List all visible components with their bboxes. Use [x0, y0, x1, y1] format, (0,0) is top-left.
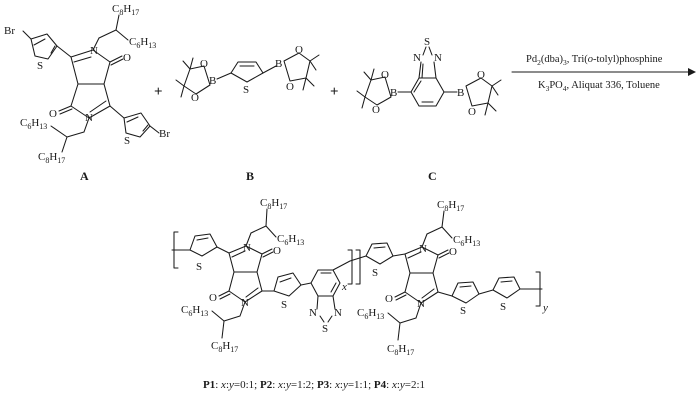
compound-a-label: A [80, 169, 89, 183]
compound-b-o-left-top: O [200, 58, 208, 70]
conditions-catalyst: Pd2(dba)3, Tri(o-tolyl)phosphine [526, 54, 663, 67]
polymer-labels: S N O O N S N N S S N O O N S S C8H17 C6… [181, 197, 548, 357]
polymer-c6h13-4: C6H13 [357, 307, 384, 321]
compound-a-o-left: O [49, 108, 57, 120]
polymer-s-5: S [500, 301, 506, 313]
polymer-s-1: S [196, 261, 202, 273]
compound-b-b-right: B [275, 58, 282, 70]
compound-c-label: C [428, 169, 437, 183]
compound-b-labels: B O O S B O O B [191, 44, 303, 183]
compound-b-o-right-top: O [295, 44, 303, 56]
polymer-c6h13-1: C6H13 [277, 233, 304, 247]
polymer-btd-n-2: N [334, 307, 342, 319]
plus-sign-2: + [330, 84, 339, 100]
compound-c-o-right-top: O [477, 69, 485, 81]
compound-c-s: S [424, 36, 430, 48]
polymer-n-4: N [417, 298, 425, 310]
compound-a-o-right: O [123, 52, 131, 64]
polymer-c6h13-2: C6H13 [181, 304, 208, 318]
compound-b-label: B [246, 169, 254, 183]
compound-a-br-top: Br [4, 25, 15, 37]
compound-c-labels: B O O S N N B O O C [372, 36, 485, 183]
compound-a-structure [22, 14, 160, 153]
compound-b-s: S [243, 84, 249, 96]
polymer-c8h17-3: C8H17 [437, 199, 464, 213]
polymer-c6h13-3: C6H13 [453, 234, 480, 248]
compound-a-br-bottom: Br [159, 128, 170, 140]
polymer-n-2: N [241, 297, 249, 309]
compound-c-n-left: N [413, 52, 421, 64]
polymer-o-1: O [273, 245, 281, 257]
polymer-s-2: S [281, 299, 287, 311]
compound-c-n-right: N [434, 52, 442, 64]
compound-b-o-left-bottom: O [191, 92, 199, 104]
polymer-s-3: S [372, 267, 378, 279]
polymer-repeat-y: y [542, 302, 548, 314]
compound-c-o-right-bottom: O [468, 106, 476, 118]
compound-a-n-bottom: N [85, 112, 93, 124]
compound-a-c6h13-top: C6H13 [129, 36, 156, 50]
polymer-c8h17-2: C8H17 [211, 340, 238, 354]
compound-a-c6h13-bottom: C6H13 [20, 117, 47, 131]
polymer-c8h17-1: C8H17 [260, 197, 287, 211]
compound-c-o-left-top: O [381, 69, 389, 81]
polymer-ratio-caption: P1: x:y=0:1; P2: x:y=1:2; P3: x:y=1:1; P… [203, 379, 425, 391]
reaction-arrow [511, 68, 696, 76]
compound-c-structure [356, 46, 502, 116]
polymer-o-2: O [209, 292, 217, 304]
compound-b-b-left: B [209, 75, 216, 87]
compound-c-b-right: B [457, 87, 464, 99]
compound-a-n-top: N [90, 45, 98, 57]
polymer-repeat-x: x [341, 281, 347, 293]
conditions-base-solvent: K3PO4, Aliquat 336, Toluene [538, 80, 660, 93]
compound-c-o-left-bottom: O [372, 104, 380, 116]
polymer-c8h17-4: C8H17 [387, 343, 414, 357]
compound-c-b-left: B [390, 87, 397, 99]
polymer-structure [171, 208, 543, 341]
compound-a-s-bottom: S [124, 135, 130, 147]
compound-a-s-top: S [37, 60, 43, 72]
compound-b-o-right-bottom: O [286, 81, 294, 93]
polymer-n-1: N [243, 242, 251, 254]
compound-a-c8h17-bottom: C8H17 [38, 151, 65, 165]
polymer-btd-s: S [322, 323, 328, 335]
polymer-s-4: S [460, 305, 466, 317]
compound-b-structure [175, 52, 320, 98]
plus-sign-1: + [154, 84, 163, 100]
polymer-o-4: O [385, 293, 393, 305]
polymer-n-3: N [419, 243, 427, 255]
polymer-o-3: O [449, 246, 457, 258]
polymer-btd-n-1: N [309, 307, 317, 319]
compound-a-c8h17-top: C8H17 [112, 3, 139, 17]
compound-a-labels: Br S N O O N S Br C8H17 C6H13 C6H13 C8H1… [4, 3, 170, 183]
